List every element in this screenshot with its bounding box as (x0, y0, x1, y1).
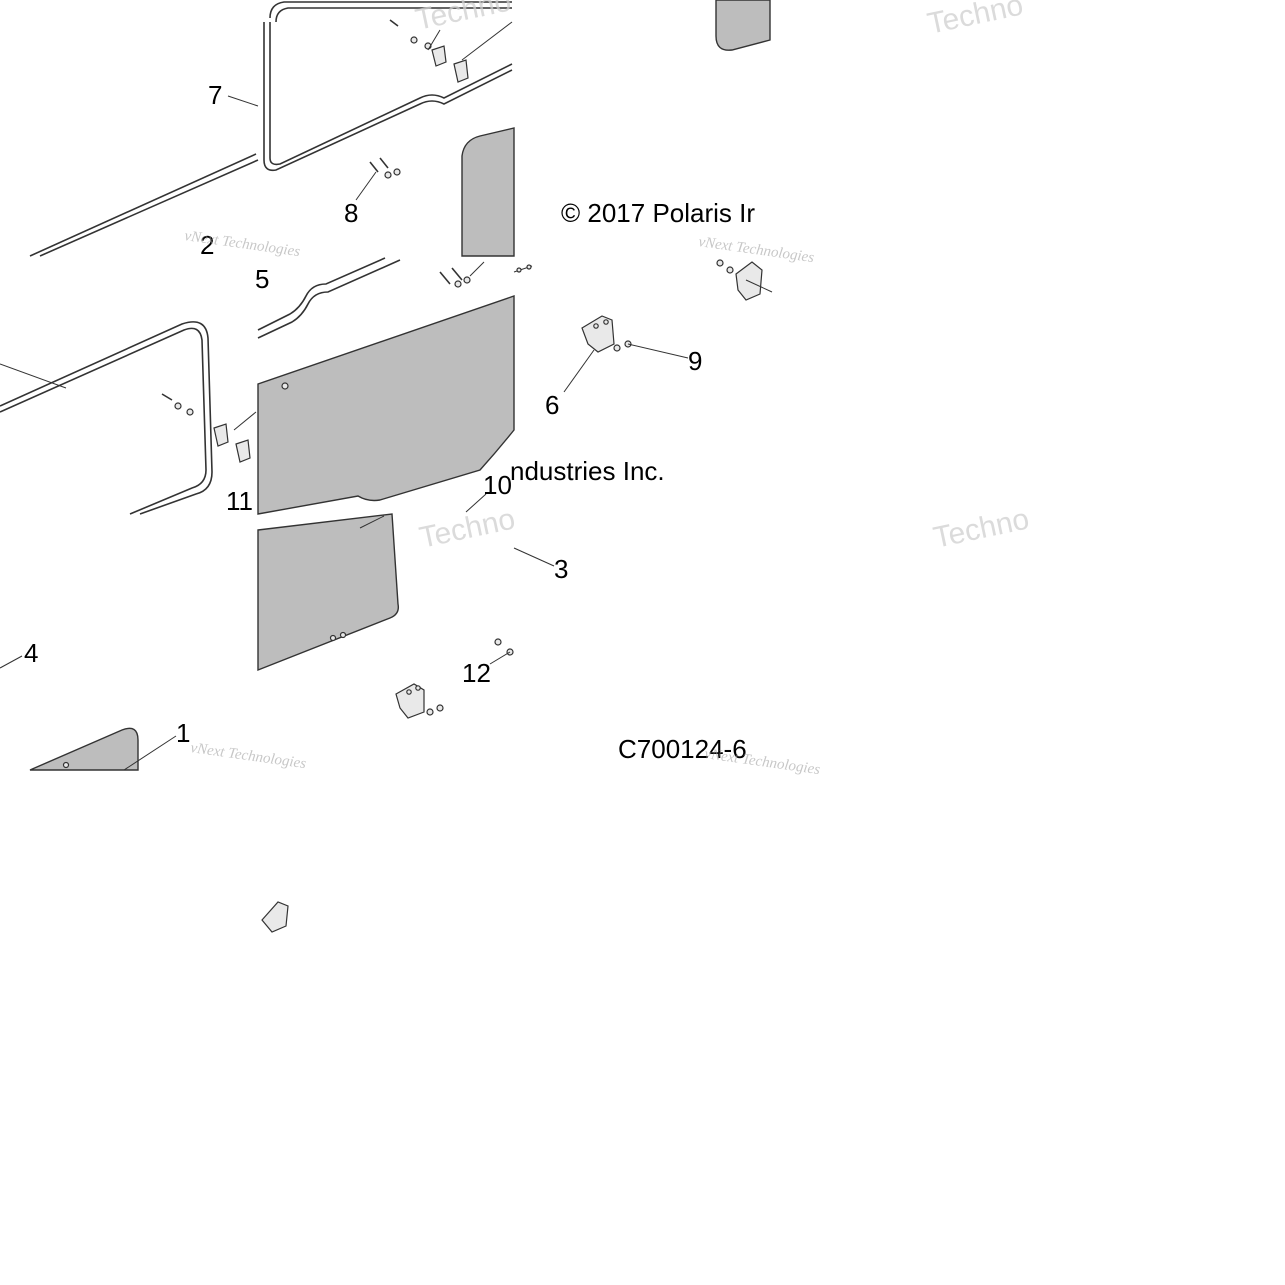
panel-part-1-lower (29, 727, 139, 771)
drawing-code: C700124-6 (618, 734, 747, 764)
frame-part-7 (29, 1, 513, 257)
callout-7: 7 (208, 80, 222, 110)
hardware-group-top (369, 19, 469, 179)
callout-9: 9 (688, 346, 702, 376)
callout-2: 2 (200, 230, 214, 260)
callout-6: 6 (545, 390, 559, 420)
callout-11: 11 (226, 486, 253, 516)
watermark-techno-4: Techno (931, 502, 1032, 554)
hardware-group-center (281, 261, 485, 390)
watermark-techno-2: Techno (925, 0, 1026, 41)
frame-part-5 (257, 257, 401, 339)
hardware-group-left (161, 393, 251, 463)
hinge-bracket-part-12 (395, 638, 514, 719)
watermark-vnext-2: vNext Technologies (697, 234, 815, 266)
callout-4: 4 (24, 638, 38, 668)
watermark-techno-1: Techno (413, 0, 514, 37)
copyright-text-part-2: ndustries Inc. (510, 456, 665, 486)
frame-part-4 (0, 321, 213, 515)
panel-part-3-top (715, 0, 771, 51)
hinge-bracket-part-6 (581, 315, 632, 353)
leader-lines (0, 21, 773, 771)
callout-12: 12 (462, 658, 491, 688)
callout-10: 10 (483, 470, 512, 500)
copyright-text-part-1: © 2017 Polaris Ir (561, 198, 755, 228)
panel-part-2-corner (461, 127, 515, 257)
callout-8: 8 (344, 198, 358, 228)
watermark-vnext-3: vNext Technologies (189, 740, 307, 772)
panel-part-10 (257, 295, 515, 515)
callout-1: 1 (176, 718, 190, 748)
callout-5: 5 (255, 264, 269, 294)
callout-3: 3 (554, 554, 568, 584)
panel-part-1 (257, 513, 400, 672)
hinge-bracket-bottom (261, 901, 289, 933)
hinge-bracket-upper (716, 259, 763, 301)
watermark-vnext-4: vNext Technologies (703, 746, 821, 778)
